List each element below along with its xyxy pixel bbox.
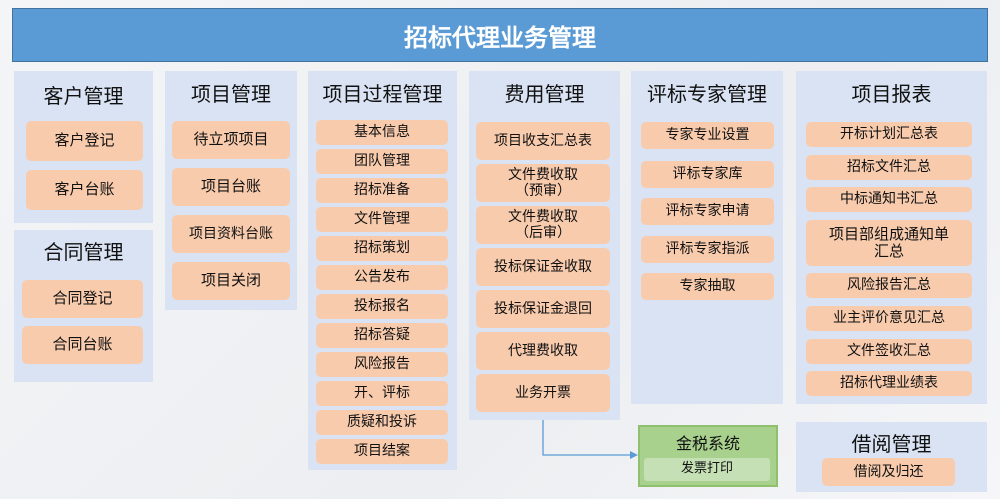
report-item-button[interactable]: 中标通知书汇总 (806, 187, 972, 212)
borrow-heading: 借阅管理 (851, 432, 932, 456)
expert-item-button[interactable]: 评标专家申请 (641, 198, 774, 225)
process-item-button[interactable]: 招标策划 (316, 236, 448, 261)
project-item-button[interactable]: 项目资料台账 (172, 215, 290, 253)
customer-item-button[interactable]: 客户登记 (26, 121, 143, 161)
fee-item-button[interactable]: 文件费收取 （预审） (476, 164, 610, 202)
fee-item-button[interactable]: 代理费收取 (476, 332, 610, 370)
expert-heading: 评标专家管理 (647, 82, 767, 106)
process-item-button[interactable]: 风险报告 (316, 352, 448, 377)
process-item-button[interactable]: 基本信息 (316, 120, 448, 145)
report-item-button[interactable]: 招标文件汇总 (806, 155, 972, 180)
process-item-button[interactable]: 公告发布 (316, 265, 448, 290)
report-item-button[interactable]: 风险报告汇总 (806, 273, 972, 298)
fee-item-button[interactable]: 文件费收取 （后审） (476, 206, 610, 244)
project-item-button[interactable]: 待立项项目 (172, 121, 290, 159)
process-heading: 项目过程管理 (322, 82, 443, 106)
fee-heading: 费用管理 (504, 82, 585, 106)
project-item-button[interactable]: 项目关闭 (172, 262, 290, 300)
fee-item-button[interactable]: 项目收支汇总表 (476, 122, 610, 160)
expert-item-button[interactable]: 评标专家库 (641, 161, 774, 188)
fee-item-button[interactable]: 业务开票 (476, 374, 610, 412)
process-item-button[interactable]: 团队管理 (316, 149, 448, 174)
report-item-button[interactable]: 项目部组成通知单 汇总 (806, 220, 972, 266)
contract-item-button[interactable]: 合同台账 (22, 326, 143, 364)
project-item-button[interactable]: 项目台账 (172, 168, 290, 206)
process-item-button[interactable]: 质疑和投诉 (316, 410, 448, 435)
expert-item-button[interactable]: 评标专家指派 (641, 236, 774, 263)
report-item-button[interactable]: 文件签收汇总 (806, 339, 972, 364)
contract-item-button[interactable]: 合同登记 (22, 280, 143, 318)
tax-heading: 金税系统 (675, 434, 740, 453)
process-item-button[interactable]: 开、评标 (316, 381, 448, 406)
customer-item-button[interactable]: 客户台账 (26, 170, 143, 210)
process-item-button[interactable]: 招标答疑 (316, 323, 448, 348)
expert-item-button[interactable]: 专家抽取 (641, 273, 774, 300)
report-heading: 项目报表 (851, 82, 932, 106)
process-item-button[interactable]: 项目结案 (316, 439, 448, 464)
report-item-button[interactable]: 业主评价意见汇总 (806, 306, 972, 331)
report-item-button[interactable]: 开标计划汇总表 (806, 122, 972, 147)
fee-item-button[interactable]: 投标保证金收取 (476, 248, 610, 286)
tax-item-button[interactable]: 发票打印 (644, 458, 770, 481)
process-item-button[interactable]: 招标准备 (316, 178, 448, 203)
borrow-item-button[interactable]: 借阅及归还 (822, 458, 955, 486)
report-item-button[interactable]: 招标代理业绩表 (806, 371, 972, 396)
process-item-button[interactable]: 投标报名 (316, 294, 448, 319)
customer-heading: 客户管理 (43, 84, 124, 108)
process-item-button[interactable]: 文件管理 (316, 207, 448, 232)
contract-heading: 合同管理 (43, 240, 124, 264)
page-title: 招标代理业务管理 (12, 8, 988, 62)
expert-item-button[interactable]: 专家专业设置 (641, 122, 774, 149)
project-heading: 项目管理 (191, 82, 271, 106)
fee-item-button[interactable]: 投标保证金退回 (476, 290, 610, 328)
